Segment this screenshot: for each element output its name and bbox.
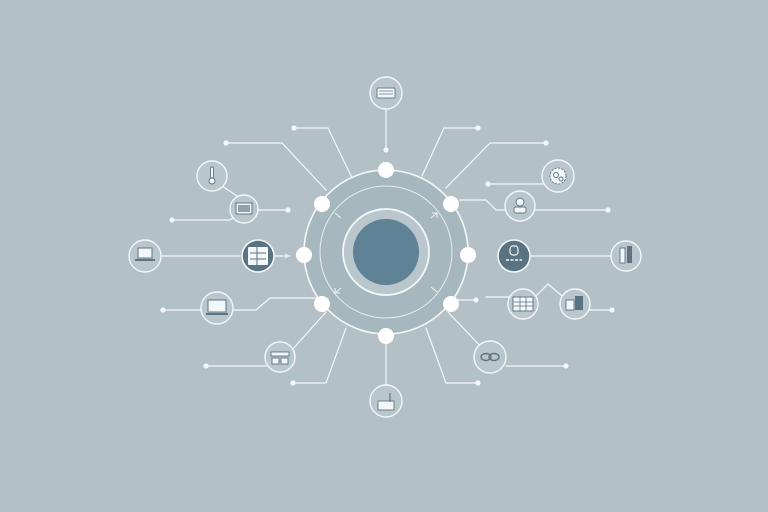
arrow-icon bbox=[334, 287, 342, 294]
connector-line bbox=[292, 327, 347, 384]
chart-flag-icon bbox=[377, 393, 395, 411]
endpoint-dot bbox=[383, 147, 389, 153]
arrow-icon bbox=[430, 212, 438, 219]
endpoint-dot bbox=[169, 217, 175, 223]
connector-line bbox=[221, 185, 241, 199]
endpoint-dot bbox=[563, 363, 569, 369]
connector-line bbox=[445, 142, 547, 189]
connector-line bbox=[459, 199, 609, 211]
anchor-dot bbox=[314, 296, 330, 312]
node-right-far[interactable] bbox=[610, 240, 642, 272]
tablet-icon bbox=[235, 202, 253, 215]
storage-icon bbox=[619, 246, 632, 264]
endpoint-dot bbox=[160, 307, 166, 313]
mobile-device-icon bbox=[506, 245, 522, 261]
node-bottom-right[interactable] bbox=[473, 340, 507, 374]
thermometer-icon bbox=[208, 166, 216, 185]
node-right-lower-b[interactable] bbox=[559, 288, 591, 320]
connector-line bbox=[225, 142, 327, 191]
anchor-dot bbox=[443, 196, 459, 212]
endpoint-dot bbox=[473, 297, 479, 303]
node-left-dark[interactable] bbox=[241, 239, 275, 273]
network-switch-icon bbox=[270, 351, 290, 365]
endpoint-dot bbox=[291, 125, 297, 131]
grid-table-icon bbox=[512, 296, 534, 312]
ring-anchor-dots bbox=[296, 162, 476, 344]
connector-line bbox=[535, 283, 563, 297]
anchor-dot bbox=[443, 296, 459, 312]
node-right-top[interactable] bbox=[541, 159, 575, 193]
connector-line bbox=[291, 311, 327, 351]
node-right-upper[interactable] bbox=[504, 190, 536, 222]
monitor-icon bbox=[206, 299, 228, 315]
endpoint-dot bbox=[285, 207, 291, 213]
node-right-dark[interactable] bbox=[497, 239, 531, 273]
connector-line bbox=[425, 327, 479, 384]
icon-nodes bbox=[128, 76, 642, 418]
node-left-upper[interactable] bbox=[229, 194, 259, 224]
user-icon bbox=[513, 197, 527, 214]
connector-line bbox=[421, 127, 479, 177]
endpoint-dot bbox=[475, 380, 481, 386]
server-rack-icon bbox=[248, 247, 268, 265]
endpoint-dots bbox=[160, 125, 615, 386]
arrow-icon bbox=[430, 286, 438, 293]
connector-line bbox=[293, 127, 353, 179]
endpoint-dot bbox=[475, 125, 481, 131]
node-bottom-left[interactable] bbox=[264, 341, 296, 373]
node-right-lower-a[interactable] bbox=[507, 288, 539, 320]
connector-line bbox=[447, 311, 485, 351]
anchor-dot bbox=[378, 328, 394, 344]
laptop-icon bbox=[135, 247, 155, 261]
node-bottom[interactable] bbox=[369, 384, 403, 418]
arrow-icon bbox=[282, 253, 290, 259]
link-chain-icon bbox=[480, 352, 500, 362]
hub-core bbox=[353, 219, 419, 285]
anchor-dot bbox=[460, 247, 476, 263]
anchor-dot bbox=[314, 196, 330, 212]
anchor-dot bbox=[378, 162, 394, 178]
node-top[interactable] bbox=[369, 76, 403, 110]
endpoint-dot bbox=[543, 140, 549, 146]
endpoint-dot bbox=[605, 207, 611, 213]
endpoint-dot bbox=[609, 307, 615, 313]
connector-line bbox=[162, 297, 319, 311]
endpoint-dot bbox=[203, 363, 209, 369]
endpoint-dot bbox=[485, 181, 491, 187]
hub-middle-ring bbox=[319, 185, 453, 319]
endpoint-dot bbox=[290, 380, 296, 386]
node-left-upper-small[interactable] bbox=[196, 160, 228, 192]
node-left-lower[interactable] bbox=[200, 291, 234, 325]
anchor-dot bbox=[296, 247, 312, 263]
gear-cluster-icon bbox=[549, 167, 567, 185]
central-hub bbox=[282, 169, 506, 335]
keyboard-icon bbox=[376, 87, 396, 99]
node-left[interactable] bbox=[128, 239, 162, 273]
arrow-icon bbox=[334, 212, 342, 219]
database-icon bbox=[565, 296, 583, 311]
endpoint-dot bbox=[223, 140, 229, 146]
connector-lines bbox=[159, 107, 613, 387]
